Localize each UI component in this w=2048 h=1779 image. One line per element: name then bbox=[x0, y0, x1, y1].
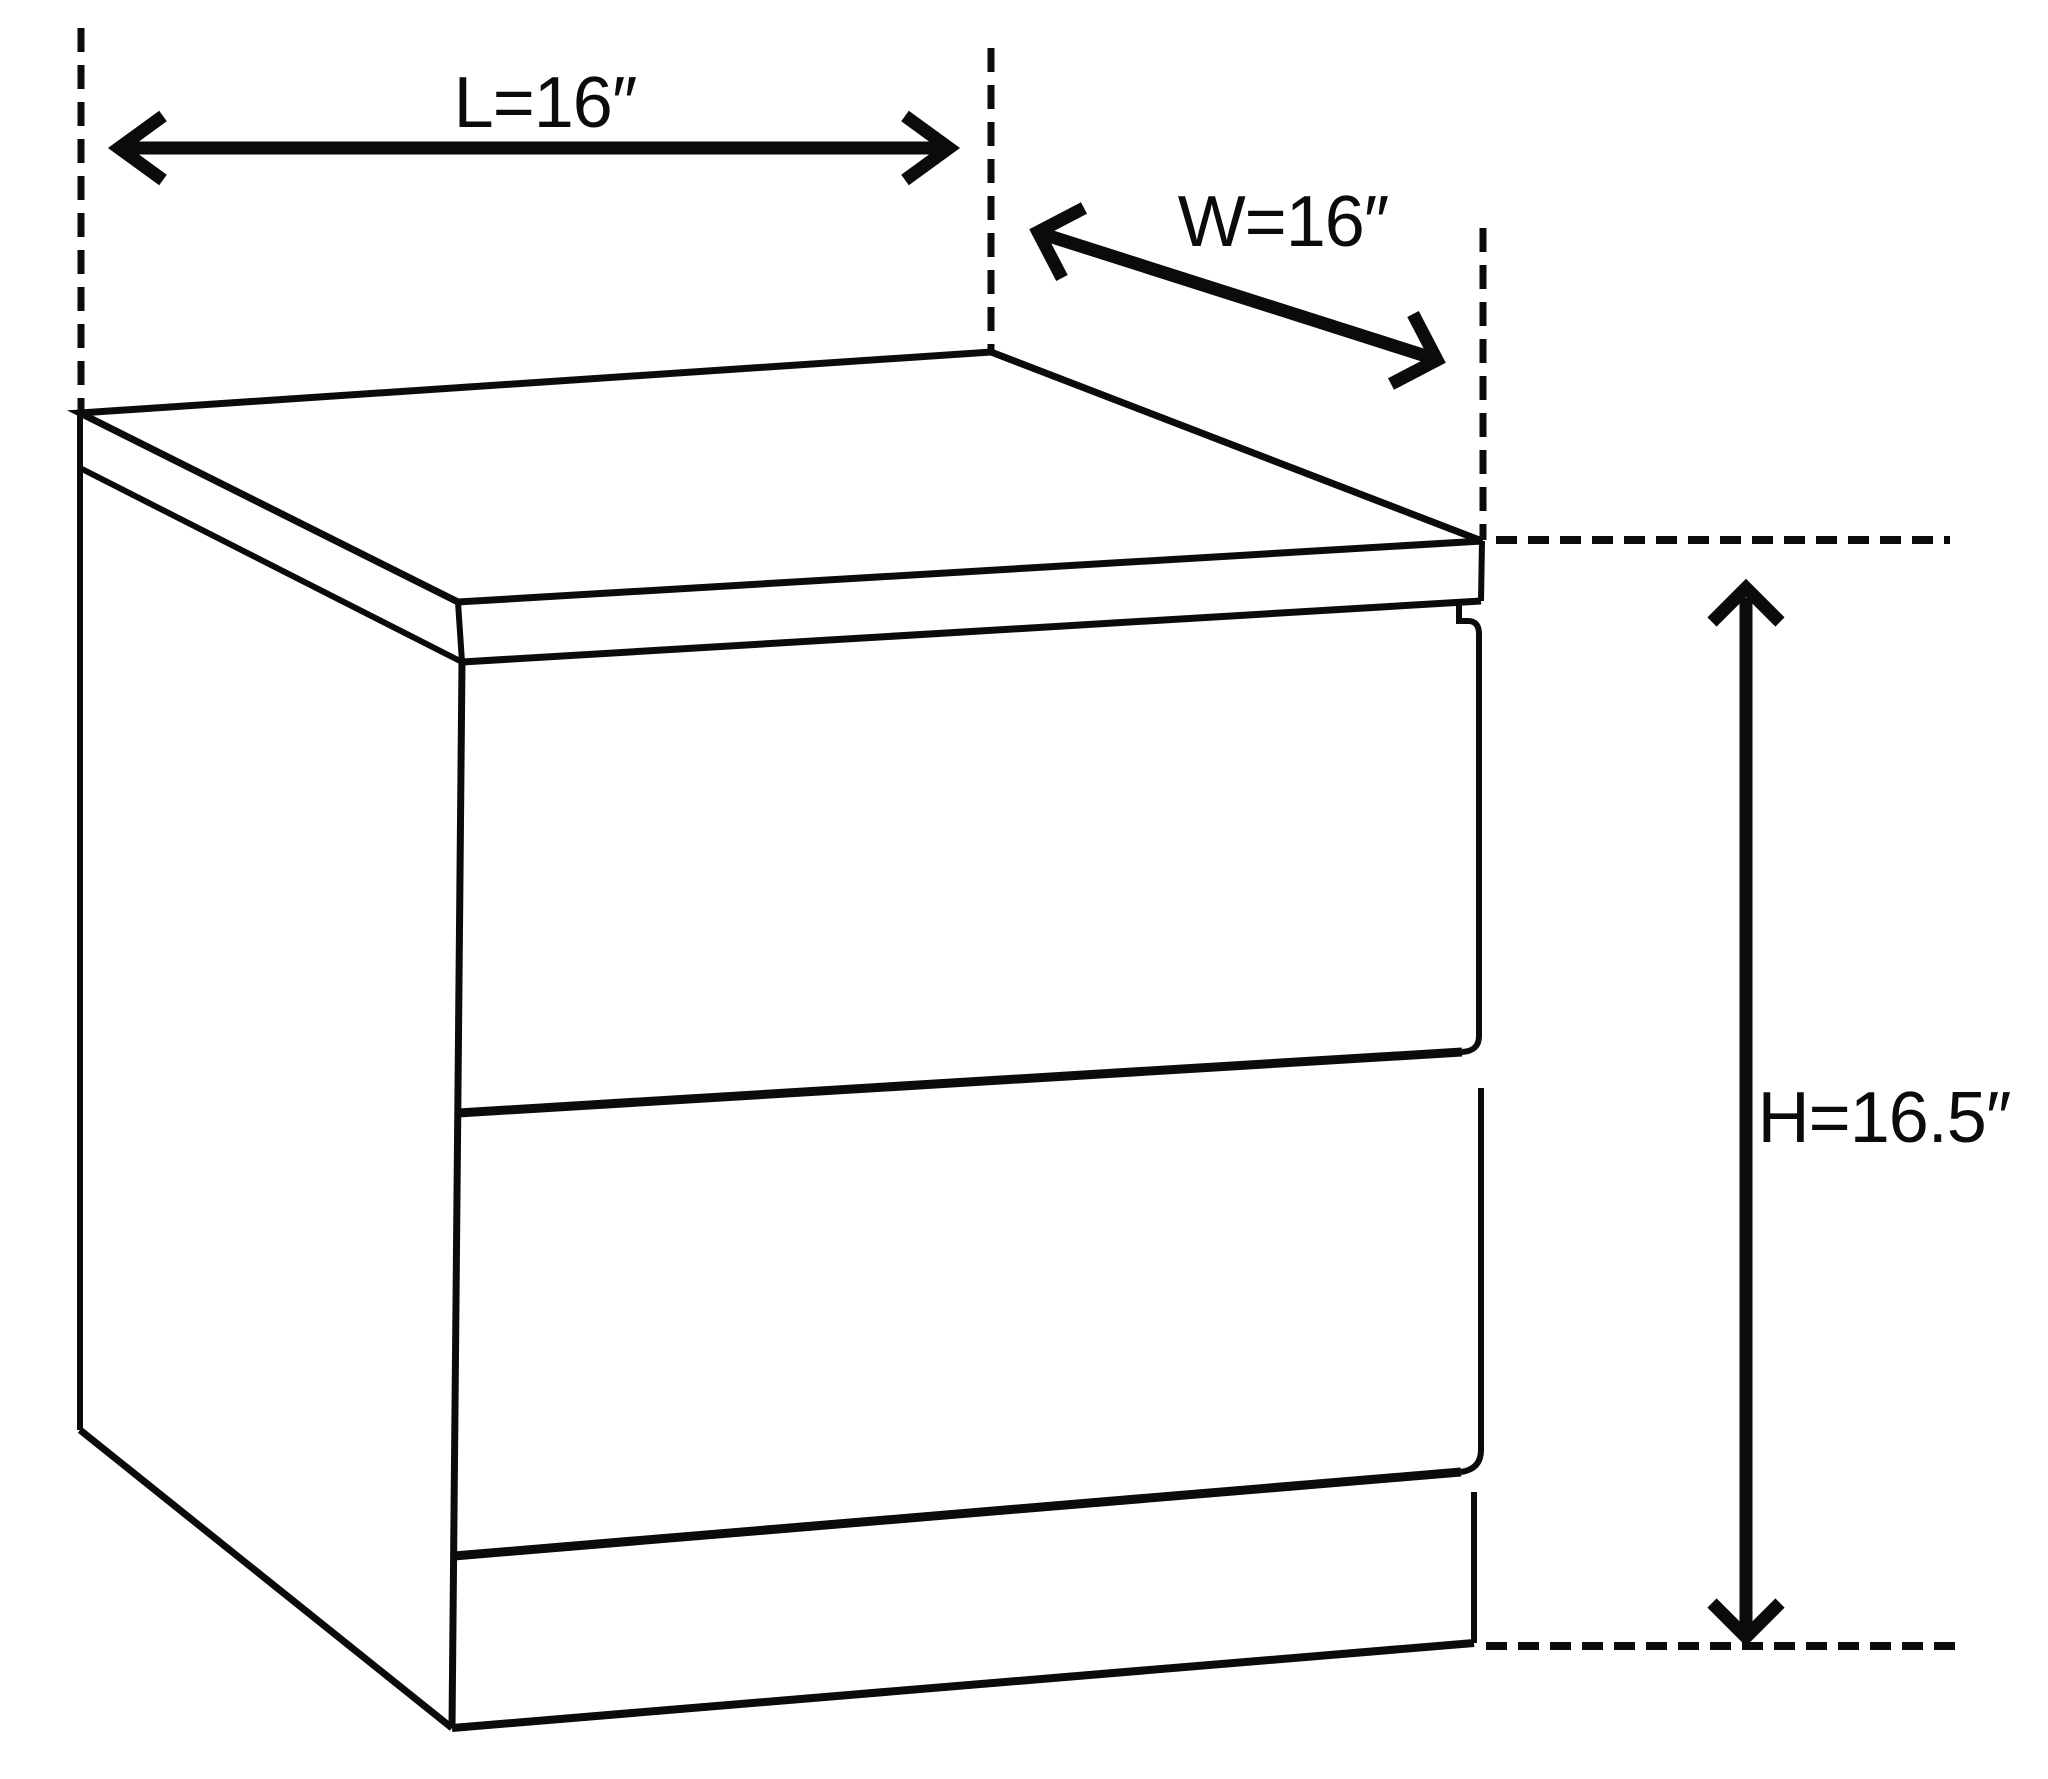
width-arrow-right-head bbox=[1387, 310, 1446, 390]
width-arrow bbox=[1029, 202, 1446, 390]
slab-right-edge bbox=[1478, 540, 1485, 602]
length-arrow-right-head bbox=[901, 110, 961, 186]
side-panel bbox=[77, 413, 466, 1731]
plinth bbox=[451, 1492, 1477, 1732]
height-arrow-bottom-head bbox=[1707, 1598, 1785, 1647]
upper-drawer-right-edge bbox=[1461, 634, 1482, 1055]
slab-left-bottom-edge bbox=[78, 465, 464, 665]
height-arrow-top-head bbox=[1707, 578, 1785, 627]
bottom-front-edge bbox=[451, 1639, 1475, 1732]
slab-front-corner-edge bbox=[455, 601, 465, 663]
width-arrow-shaft bbox=[1044, 228, 1431, 364]
slab-bottom-front-edge bbox=[461, 597, 1482, 666]
dimension-labels: L=16″ W=16″ H=16.5″ bbox=[454, 63, 2012, 1158]
front-left-edge bbox=[448, 661, 466, 1729]
dashed-guides bbox=[77, 28, 1962, 1650]
nightstand-drawing bbox=[66, 348, 1485, 1732]
dimension-arrows bbox=[107, 110, 1785, 1647]
length-arrow bbox=[107, 110, 961, 186]
top-slab bbox=[66, 348, 1485, 666]
drawer-divider bbox=[457, 1047, 1463, 1118]
lower-drawer-bottom-edge bbox=[453, 1467, 1462, 1561]
side-bottom-edge bbox=[77, 1427, 455, 1731]
height-label: H=16.5″ bbox=[1758, 1078, 2011, 1158]
lower-drawer-right-edge bbox=[1460, 1088, 1484, 1475]
drawer-fronts bbox=[453, 602, 1484, 1561]
length-label: L=16″ bbox=[454, 63, 637, 143]
height-arrow bbox=[1707, 578, 1785, 1647]
length-arrow-left-head bbox=[107, 110, 167, 186]
width-arrow-left-head bbox=[1029, 202, 1088, 282]
top-surface-outline bbox=[66, 348, 1484, 606]
width-label: W=16″ bbox=[1178, 182, 1389, 262]
top-gap-step bbox=[1456, 602, 1482, 635]
